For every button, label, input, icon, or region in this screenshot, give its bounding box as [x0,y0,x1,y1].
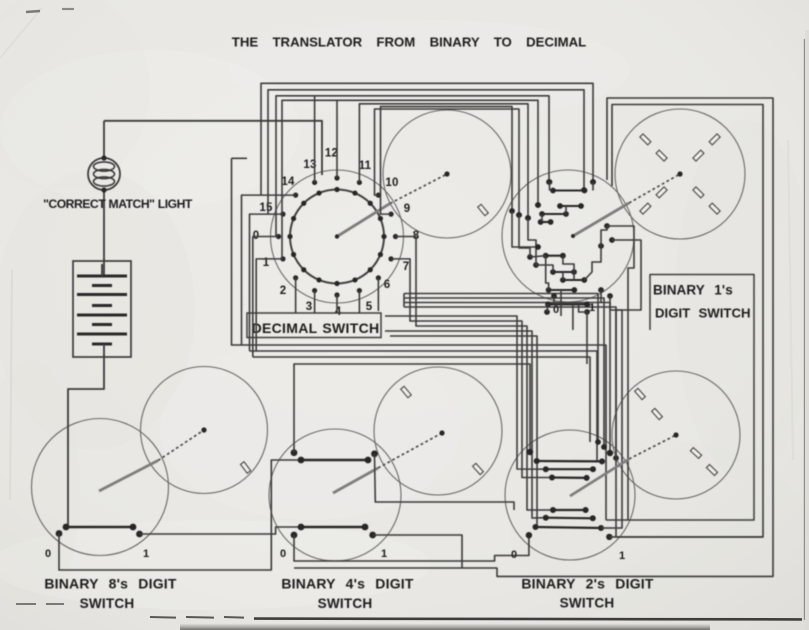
svg-text:THE TRANSLATOR FROM BINARY: THE TRANSLATOR FROM BINARY TO DECIMAL [232,35,586,50]
svg-text:4: 4 [335,306,342,318]
svg-text:1: 1 [143,548,149,560]
svg-text:1: 1 [381,548,387,560]
svg-text:BINARY 2's DIGIT: BINARY 2's DIGIT [521,576,654,592]
svg-text:1: 1 [589,302,595,314]
svg-text:DECIMAL SWITCH: DECIMAL SWITCH [252,320,380,336]
svg-text:12: 12 [325,148,338,160]
svg-text:6: 6 [384,279,391,291]
svg-text:9: 9 [404,203,411,215]
svg-text:SWITCH: SWITCH [318,596,373,611]
svg-text:10: 10 [385,177,398,189]
svg-text:1: 1 [263,257,270,269]
svg-text:15: 15 [259,202,273,214]
svg-text:BINARY 1's: BINARY 1's [653,283,733,298]
svg-text:2: 2 [280,285,287,297]
svg-text:0: 0 [511,549,517,561]
svg-text:"CORRECT MATCH" LIGHT: "CORRECT MATCH" LIGHT [43,197,193,211]
svg-text:1: 1 [619,550,625,562]
svg-text:DIGIT SWITCH: DIGIT SWITCH [655,306,751,321]
svg-text:SWITCH: SWITCH [80,596,135,611]
svg-text:0: 0 [45,548,51,560]
svg-text:11: 11 [359,160,372,172]
svg-text:BINARY 4's DIGIT: BINARY 4's DIGIT [281,576,414,592]
svg-text:BINARY 8's DIGIT: BINARY 8's DIGIT [44,576,177,592]
svg-text:SWITCH: SWITCH [560,596,615,611]
svg-text:5: 5 [366,301,373,313]
svg-text:7: 7 [403,261,410,273]
svg-text:14: 14 [281,176,295,188]
svg-text:0: 0 [280,548,286,560]
svg-text:3: 3 [306,301,313,313]
svg-text:0: 0 [553,304,559,316]
svg-text:13: 13 [303,159,316,171]
